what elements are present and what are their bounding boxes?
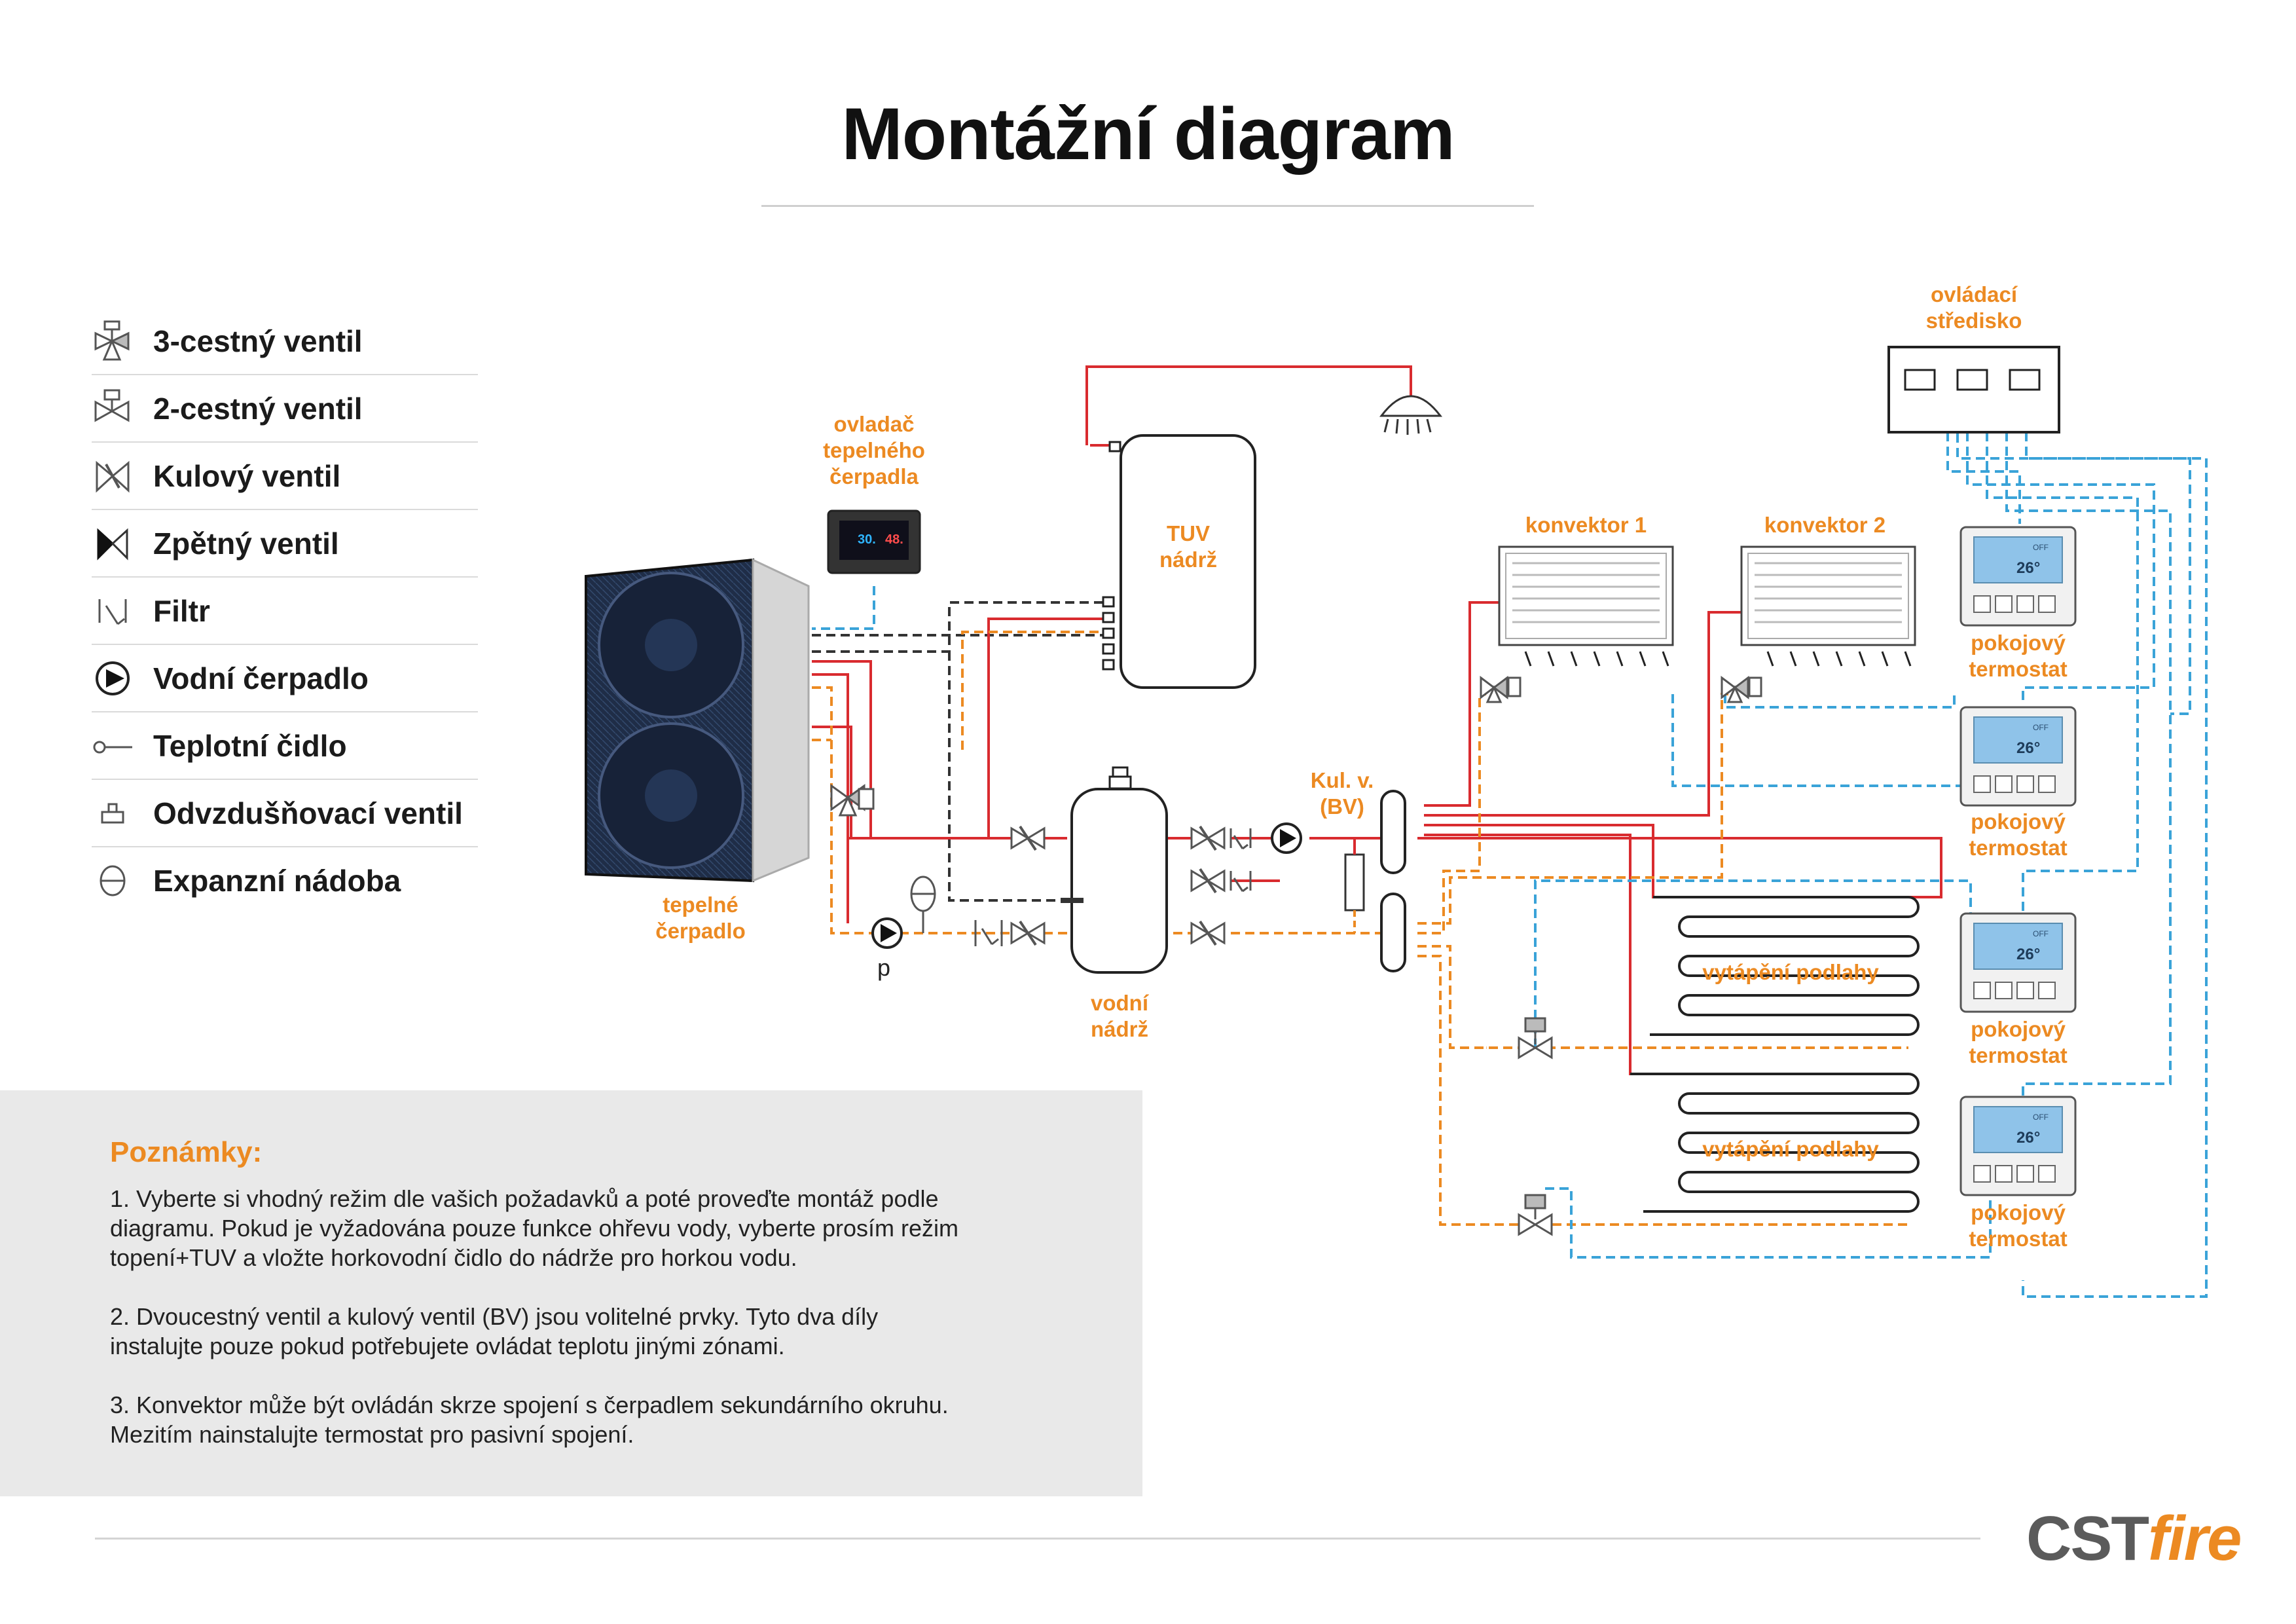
supply-manifold (1380, 790, 1406, 874)
notes-title: Poznámky: (110, 1136, 263, 1168)
legend-label: Kulový ventil (153, 458, 341, 493)
room-thermostat-2: OFF 26° (1959, 706, 2077, 807)
legend-item: Vodní čerpadlo (92, 645, 478, 712)
convector-2 (1740, 545, 1916, 646)
filter-icon (974, 920, 1003, 946)
title-divider (761, 205, 1534, 207)
air-vent-valve-icon (101, 803, 124, 823)
return-manifold (1380, 893, 1406, 972)
tuv-tank (1102, 434, 1256, 689)
expansion-vessel-icon (100, 865, 126, 896)
expansion-vessel-icon (910, 876, 936, 933)
thermostat-display-temp: 26° (2016, 739, 2040, 757)
control-center (1887, 346, 2060, 434)
ball-valve-label: Kul. v.(BV) (1310, 768, 1374, 819)
legend-item: Odvzdušňovací ventil (92, 780, 478, 847)
legend-label: Expanzní nádoba (153, 863, 401, 898)
legend-item: Expanzní nádoba (92, 847, 478, 913)
water-pump-icon (1271, 822, 1302, 854)
two-way-valve-icon (1518, 1017, 1553, 1060)
shower-head-icon (1379, 395, 1443, 435)
legend-item: 3-cestný ventil (92, 308, 478, 375)
legend-label: 2-cestný ventil (153, 391, 363, 426)
two-way-valve-icon (94, 389, 130, 422)
heat-pump-controller: 30. 48. (827, 509, 921, 574)
footer-divider (95, 1538, 1980, 1540)
legend-label: Vodní čerpadlo (153, 661, 369, 695)
convector-1 (1498, 545, 1674, 646)
ball-valve-icon (1010, 825, 1046, 851)
floor-heating-coil-1 (1650, 896, 1920, 1036)
legend-label: Filtr (153, 593, 210, 628)
legend-item: Teplotní čidlo (92, 712, 478, 780)
legend: 3-cestný ventil 2-cestný ventil Kulový v… (92, 308, 478, 913)
ball-valve-icon (1190, 825, 1226, 946)
brand-logo: CSTfire (2026, 1504, 2242, 1574)
ball-valve-icon (1010, 920, 1046, 946)
legend-item: Kulový ventil (92, 443, 478, 510)
note-3: 3. Konvektor může být ovládán skrze spoj… (110, 1392, 949, 1448)
convector-1-label: konvektor 1 (1525, 513, 1647, 537)
legend-label: Teplotní čidlo (153, 728, 347, 763)
pump-label: p (877, 954, 890, 981)
control-lines (812, 419, 2208, 1298)
thermostat-display-mode: OFF (2033, 1113, 2049, 1122)
room-thermostat-4: OFF 26° (1959, 1096, 2077, 1196)
note-1: 1. Vyberte si vhodný režim dle vašich po… (110, 1185, 958, 1271)
floor-heating-coil-2 (1630, 1073, 1920, 1213)
controller-display-right: 48. (885, 532, 903, 547)
check-valve-icon (97, 528, 128, 561)
three-way-valve-icon (1721, 676, 1762, 703)
legend-item: Zpětný ventil (92, 510, 478, 578)
legend-label: Odvzdušňovací ventil (153, 796, 463, 830)
airflow-arrows (1524, 651, 1912, 667)
controller-display-left: 30. (858, 532, 876, 547)
water-tank (1061, 766, 1168, 974)
legend-item: Filtr (92, 578, 478, 645)
legend-label: 3-cestný ventil (153, 323, 363, 358)
water-pump-icon (871, 917, 903, 949)
floor-heating-2-label: vytápění podlahy (1702, 1137, 1879, 1161)
water-pump-icon (96, 661, 130, 695)
three-way-valve-icon (94, 320, 130, 360)
notes-panel (0, 1090, 1142, 1496)
room-thermostat-1: OFF 26° (1959, 526, 2077, 627)
room-thermostat-3: OFF 26° (1959, 912, 2077, 1013)
bypass-ball-valve (1344, 838, 1365, 933)
legend-item: 2-cestný ventil (92, 375, 478, 443)
three-way-valve-icon (830, 784, 875, 817)
temperature-sensor-icon (93, 741, 132, 753)
thermostat-display-mode: OFF (2033, 929, 2049, 938)
filter-icon (98, 599, 127, 625)
legend-label: Zpětný ventil (153, 526, 339, 561)
page-title: Montážní diagram (841, 93, 1455, 175)
ball-valve-icon (96, 460, 130, 492)
convector-2-label: konvektor 2 (1764, 513, 1886, 537)
thermostat-display-mode: OFF (2033, 723, 2049, 732)
heat-pump-unit (585, 558, 810, 883)
filter-icon (1230, 828, 1252, 893)
floor-heating-1-label: vytápění podlahy (1702, 960, 1879, 984)
note-2: 2. Dvoucestný ventil a kulový ventil (BV… (110, 1303, 879, 1359)
thermostat-display-temp: 26° (2016, 1129, 2040, 1147)
thermostat-display-temp: 26° (2016, 559, 2040, 577)
thermostat-display-mode: OFF (2033, 543, 2049, 552)
thermostat-display-temp: 26° (2016, 946, 2040, 963)
two-way-valve-icon (1518, 1194, 1553, 1236)
signal-lines (812, 601, 1113, 902)
three-way-valve-icon (1480, 676, 1522, 703)
